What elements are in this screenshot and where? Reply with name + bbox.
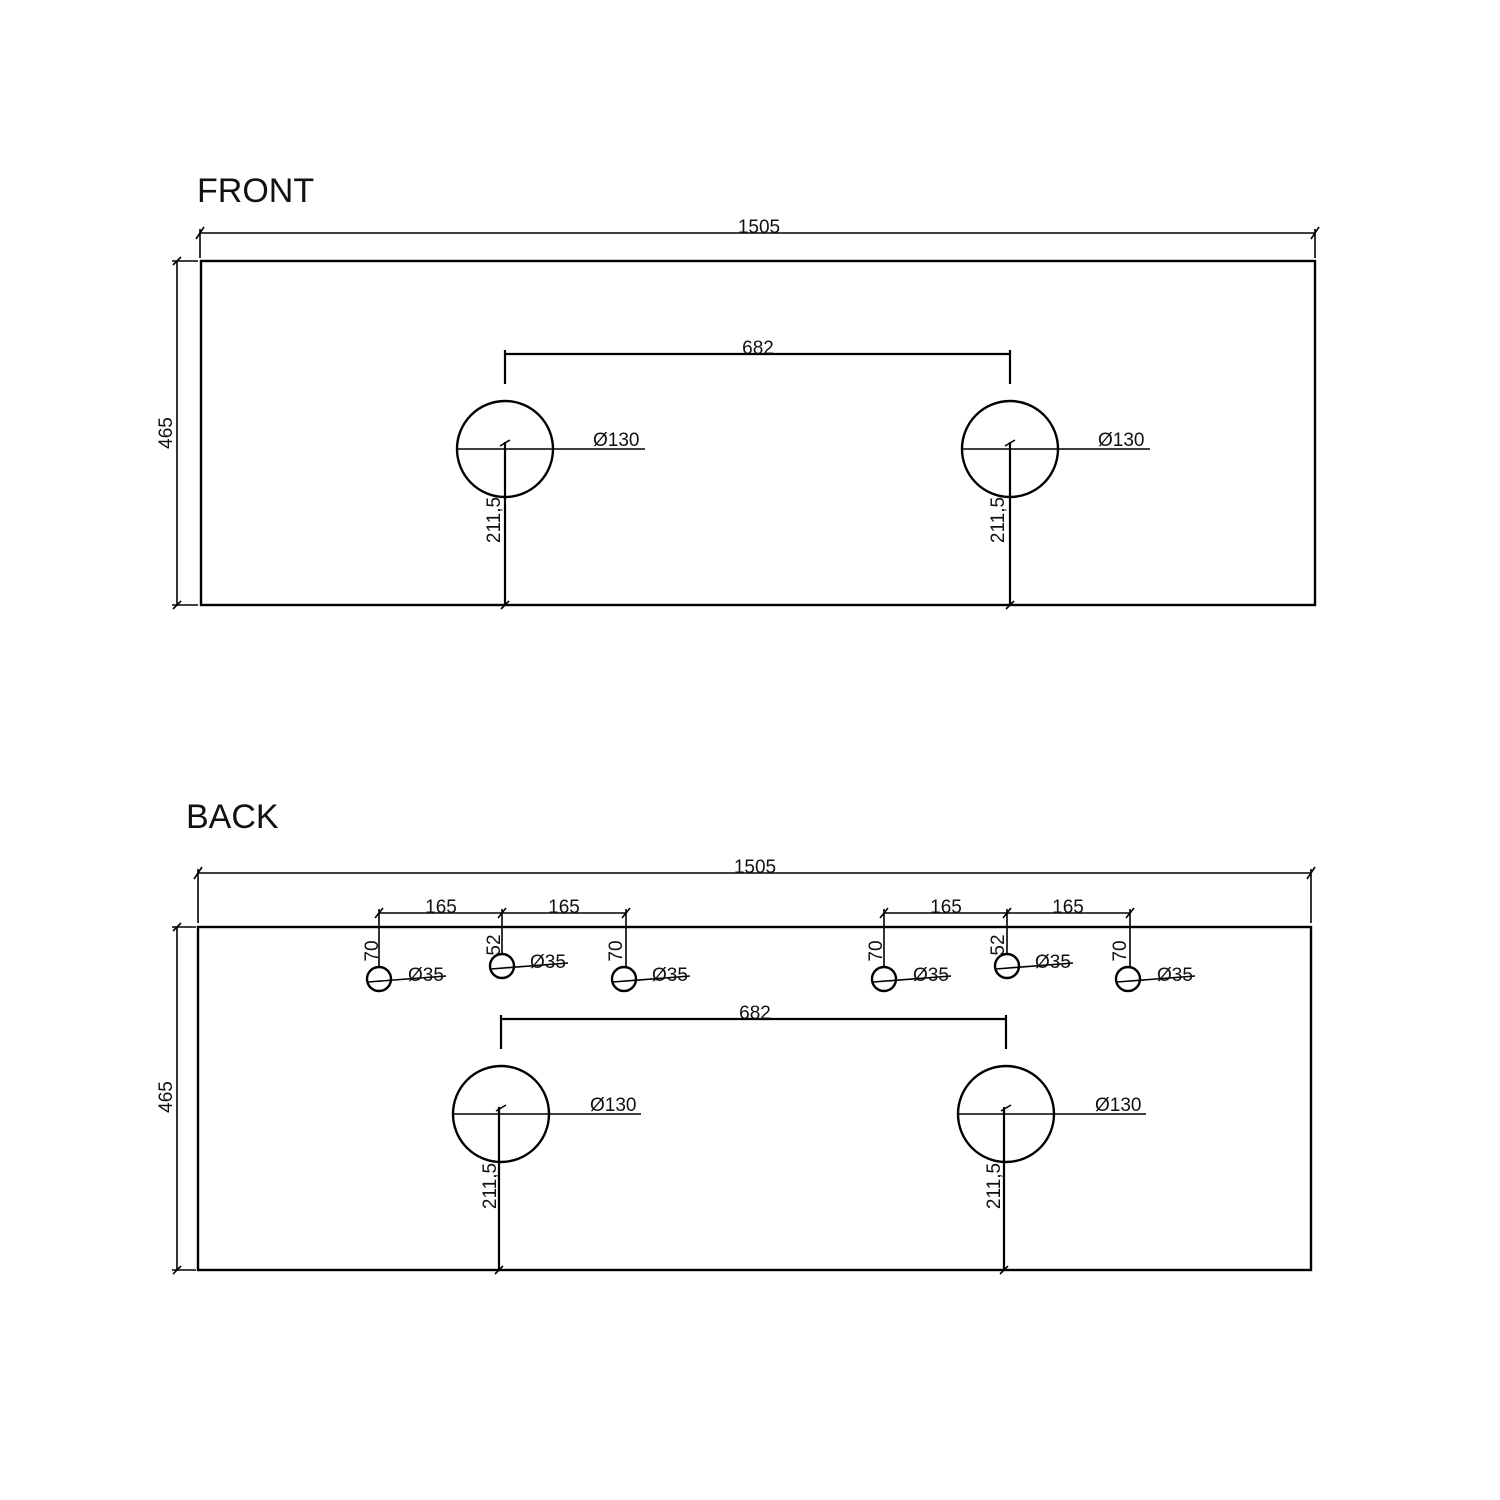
tap-hole-circle	[488, 952, 516, 980]
back-tap-hole-2: Ø35 52	[484, 934, 569, 980]
back-view: BACK 1505 465	[156, 798, 1316, 1275]
front-basin-1-offset: 211,5	[484, 497, 505, 543]
front-title: FRONT	[197, 172, 314, 210]
back-height-label: 465	[156, 1081, 177, 1113]
back-basin-1-offset: 211,5	[480, 1163, 501, 1209]
front-basin-spacing-dimension: 682	[503, 338, 1012, 384]
front-basin-spacing-label: 682	[742, 338, 774, 359]
back-width-dimension: 1505	[193, 857, 1316, 923]
back-panel-outline	[196, 925, 1313, 1272]
front-view: FRONT 1505 465 682	[156, 172, 1320, 610]
tap-hole-circle	[993, 952, 1021, 980]
front-panel-outline	[199, 259, 1317, 607]
back-basin-2-offset: 211,5	[984, 1163, 1005, 1209]
front-basin-hole-1: Ø130 211,5	[455, 399, 645, 610]
tap-hole-offset: 52	[988, 934, 1009, 955]
tap-hole-circle	[870, 965, 898, 993]
tap-hole-offset: 70	[362, 940, 383, 961]
front-width-label: 1505	[738, 217, 780, 238]
back-basin-1-diameter: Ø130	[590, 1095, 636, 1116]
front-basin-hole-2: Ø130 211,5	[960, 399, 1150, 610]
tap-hole-offset: 70	[866, 940, 887, 961]
back-tap-hole-6: Ø35 70	[1110, 940, 1196, 993]
front-basin-2-diameter: Ø130	[1098, 430, 1144, 451]
tap-spacing-label: 165	[425, 897, 457, 918]
front-height-label: 465	[156, 417, 177, 449]
tap-hole-diameter: Ø35	[913, 965, 949, 986]
tap-hole-diameter: Ø35	[1157, 965, 1193, 986]
tap-hole-circle	[1114, 965, 1142, 993]
tap-hole-diameter: Ø35	[1035, 952, 1071, 973]
back-tap-hole-1: Ø35 70	[362, 940, 447, 993]
back-basin-spacing-label: 682	[739, 1003, 771, 1024]
front-height-dimension: 465	[156, 256, 198, 610]
back-width-label: 1505	[734, 857, 776, 878]
tap-hole-diameter: Ø35	[530, 952, 566, 973]
front-basin-2-offset: 211,5	[988, 497, 1009, 543]
back-basin-2-diameter: Ø130	[1095, 1095, 1141, 1116]
tap-hole-offset: 70	[1110, 940, 1131, 961]
back-basin-hole-1: Ø130 211,5	[451, 1064, 641, 1275]
back-tap-spacing-right: 165 165	[879, 897, 1135, 967]
tap-spacing-label: 165	[930, 897, 962, 918]
tap-hole-circle	[365, 965, 393, 993]
back-tap-spacing-left: 165 165	[374, 897, 631, 967]
tap-hole-circle	[610, 965, 638, 993]
back-title: BACK	[186, 798, 279, 836]
tap-hole-offset: 52	[484, 934, 505, 955]
tap-hole-diameter: Ø35	[408, 965, 444, 986]
back-tap-hole-4: Ø35 70	[866, 940, 952, 993]
back-tap-hole-5: Ø35 52	[988, 934, 1074, 980]
front-basin-1-diameter: Ø130	[593, 430, 639, 451]
tap-spacing-label: 165	[1052, 897, 1084, 918]
tap-hole-offset: 70	[606, 940, 627, 961]
back-basin-spacing-dimension: 682	[499, 1003, 1008, 1049]
tap-spacing-label: 165	[548, 897, 580, 918]
tap-hole-diameter: Ø35	[652, 965, 688, 986]
back-tap-hole-3: Ø35 70	[606, 940, 691, 993]
back-basin-hole-2: Ø130 211,5	[956, 1064, 1146, 1275]
front-width-dimension: 1505	[195, 217, 1320, 258]
back-height-dimension: 465	[156, 922, 196, 1275]
